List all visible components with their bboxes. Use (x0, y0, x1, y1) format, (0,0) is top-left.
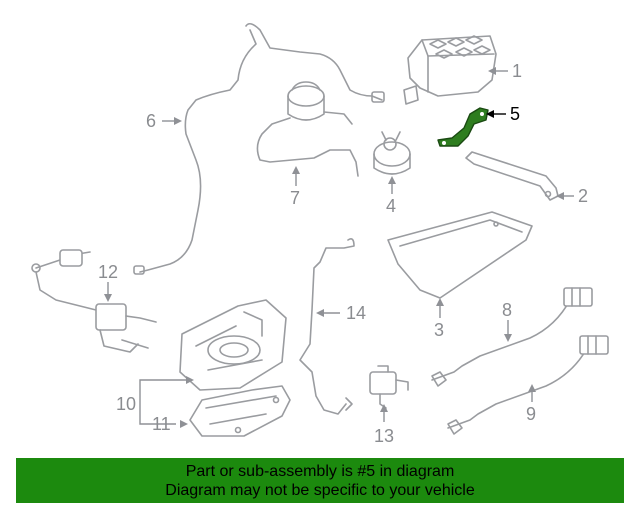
banner-line-2: Diagram may not be specific to your vehi… (165, 482, 475, 499)
callout-3: 3 (434, 320, 444, 340)
part-12-solenoid[interactable] (31, 249, 157, 353)
callout-9: 9 (526, 404, 536, 424)
part-3-shield[interactable] (387, 211, 533, 299)
callout-2: 2 (578, 186, 588, 206)
part-1-canister[interactable] (403, 35, 497, 105)
part-9-sensor[interactable] (447, 335, 609, 435)
callout-1: 1 (512, 61, 522, 81)
disclaimer-banner: Part or sub-assembly is #5 in diagram Di… (16, 458, 624, 503)
callout-8: 8 (502, 300, 512, 320)
part-11-plate[interactable] (189, 385, 291, 437)
part-13-valve[interactable] (369, 365, 409, 409)
callout-4: 4 (386, 196, 396, 216)
part-10-module[interactable] (179, 299, 287, 391)
callout-labels: 1 5 2 3 4 6 7 8 9 10 11 12 13 14 (98, 61, 588, 446)
part-14-hose[interactable] (299, 238, 355, 415)
parts-diagram: 1 5 2 3 4 6 7 8 9 10 11 12 13 14 (31, 22, 609, 446)
callout-11: 11 (152, 414, 171, 434)
part-7-valve[interactable] (256, 81, 359, 177)
callout-13: 13 (374, 426, 394, 446)
callout-7: 7 (290, 188, 300, 208)
part-5-bracket[interactable] (437, 107, 489, 147)
callout-10: 10 (116, 394, 136, 414)
callout-6: 6 (146, 111, 156, 131)
part-4-pump[interactable] (373, 131, 411, 175)
callout-14: 14 (346, 303, 366, 323)
part-6-hose[interactable] (133, 22, 385, 275)
callout-5: 5 (510, 104, 520, 124)
part-2-bracket[interactable] (465, 151, 559, 201)
part-8-sensor[interactable] (431, 287, 593, 387)
banner-line-1: Part or sub-assembly is #5 in diagram (185, 463, 455, 480)
callout-12: 12 (98, 262, 118, 282)
leaders (104, 67, 574, 428)
